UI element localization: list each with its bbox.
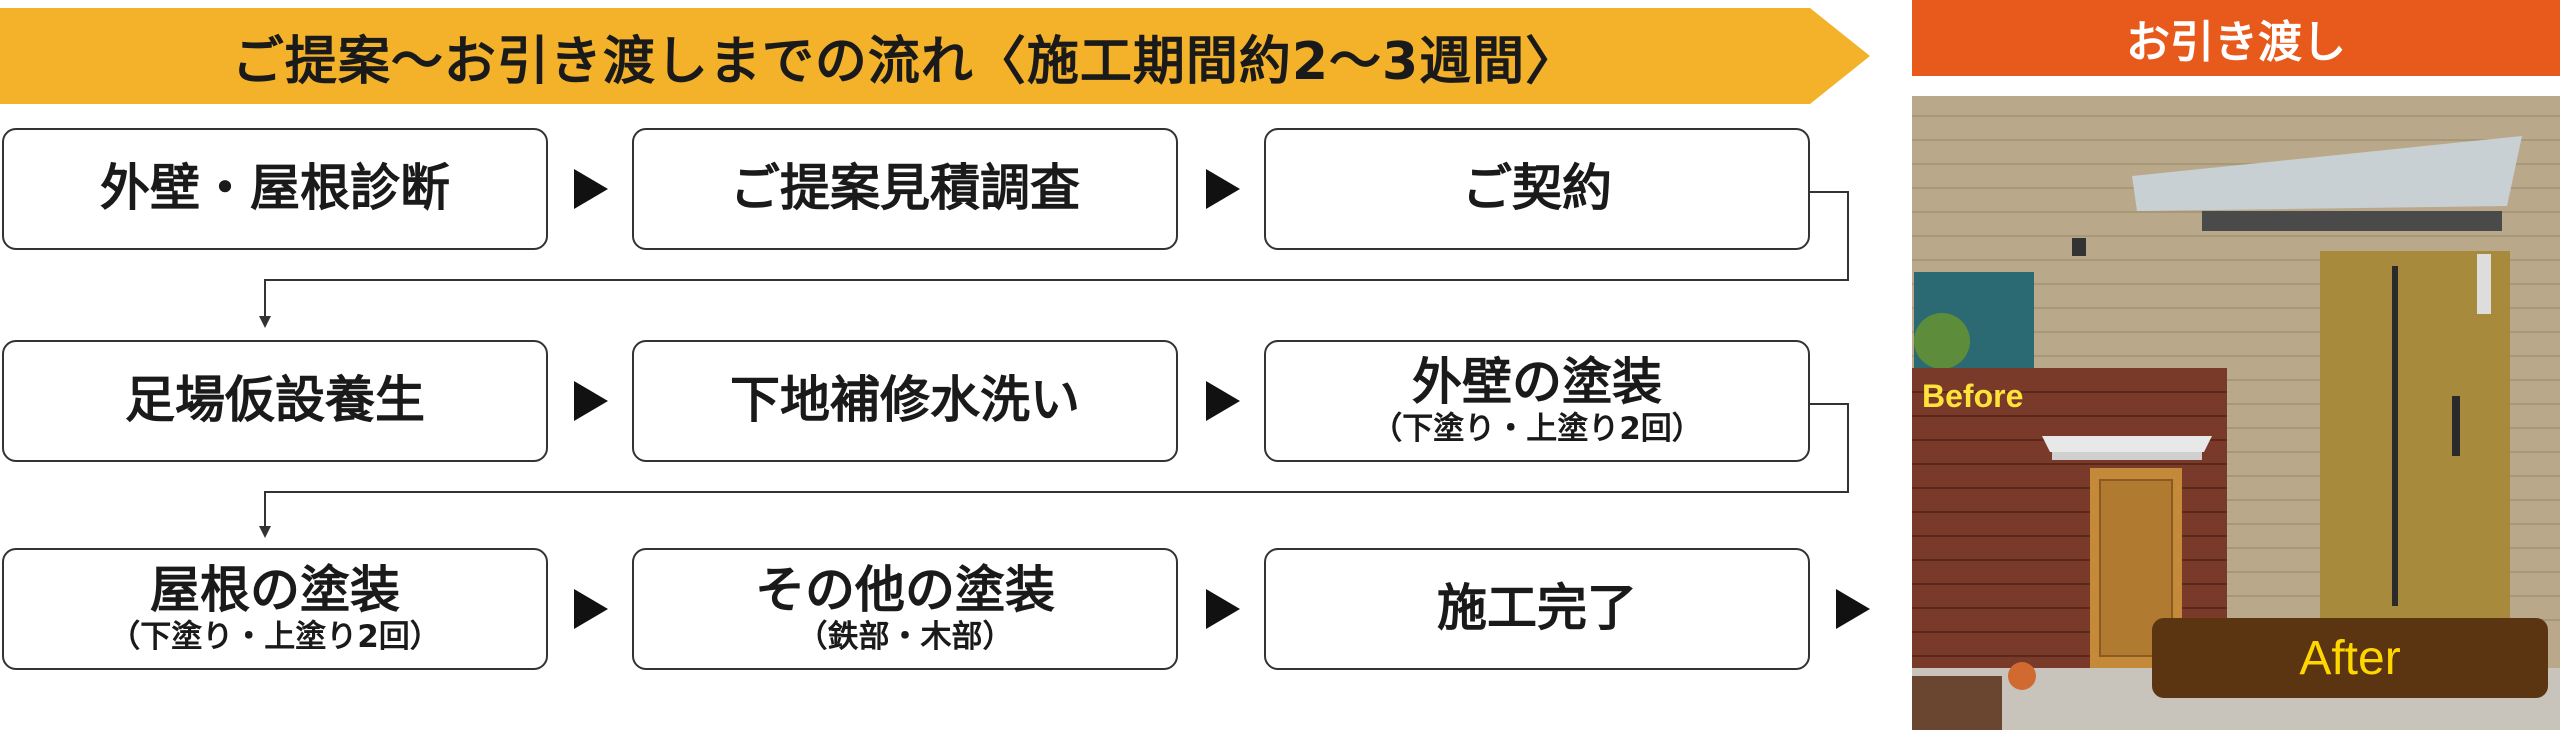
step-label: ご契約 xyxy=(1462,159,1612,218)
step-box-scaffolding: 足場仮設養生 xyxy=(2,340,548,462)
arrow-right-icon xyxy=(574,169,608,209)
step-box-roof-painting: 屋根の塗装 （下塗り・上塗り2回） xyxy=(2,548,548,670)
step-sublabel: （下塗り・上塗り2回） xyxy=(109,619,441,656)
step-label: 施工完了 xyxy=(1437,579,1637,638)
step-label: 外壁・屋根診断 xyxy=(100,159,450,218)
arrow-right-icon xyxy=(1836,589,1870,629)
page-title: ご提案～お引き渡しまでの流れ〈施工期間約2～3週間〉 xyxy=(231,31,1579,92)
step-label: 足場仮設養生 xyxy=(125,371,425,430)
step-box-base-repair: 下地補修水洗い xyxy=(632,340,1178,462)
step-sublabel: （鉄部・木部） xyxy=(796,619,1014,656)
step-label: ご提案見積調査 xyxy=(730,159,1080,218)
step-box-proposal: ご提案見積調査 xyxy=(632,128,1178,250)
step-label: 下地補修水洗い xyxy=(730,371,1080,430)
arrow-right-icon xyxy=(1206,381,1240,421)
step-label: 外壁の塗装 xyxy=(1412,352,1662,411)
before-label: Before xyxy=(1922,378,2024,414)
after-badge: After xyxy=(2152,618,2548,698)
step-box-completion: 施工完了 xyxy=(1264,548,1810,670)
flow-connector-lines xyxy=(259,191,1849,538)
arrow-right-icon xyxy=(574,589,608,629)
handover-title: お引き渡し xyxy=(1912,0,2560,76)
arrow-right-icon xyxy=(574,381,608,421)
arrow-right-icon xyxy=(1206,589,1240,629)
step-label: 屋根の塗装 xyxy=(150,560,400,619)
step-label: その他の塗装 xyxy=(755,560,1055,619)
step-sublabel: （下塗り・上塗り2回） xyxy=(1371,411,1703,448)
step-box-wall-painting: 外壁の塗装 （下塗り・上塗り2回） xyxy=(1264,340,1810,462)
step-box-diagnosis: 外壁・屋根診断 xyxy=(2,128,548,250)
step-box-contract: ご契約 xyxy=(1264,128,1810,250)
step-box-other-painting: その他の塗装 （鉄部・木部） xyxy=(632,548,1178,670)
arrow-right-icon xyxy=(1206,169,1240,209)
header-banner xyxy=(0,8,1870,104)
